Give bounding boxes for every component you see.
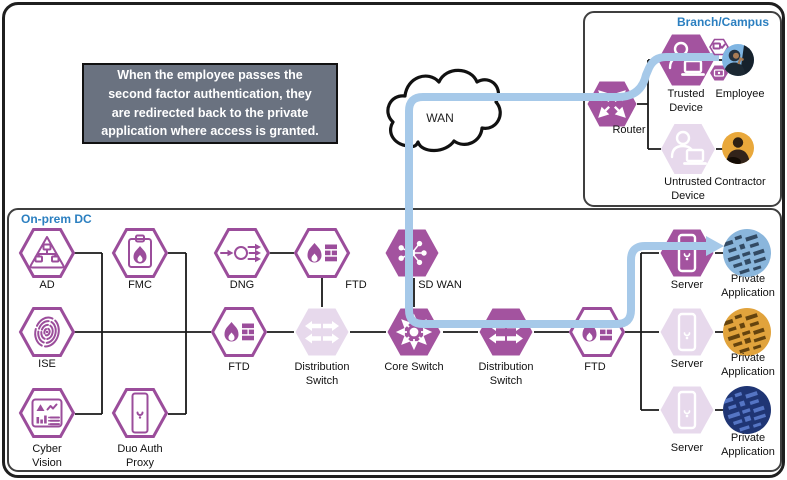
untrusted-device-label: Untrusted Device	[664, 176, 712, 202]
wan-label: WAN	[426, 111, 454, 125]
core-switch-label: Core Switch	[384, 361, 444, 373]
node-router	[586, 80, 638, 128]
ftd-1-label: FTD	[345, 279, 367, 291]
node-core-switch	[386, 307, 442, 357]
distribution-switch-icon	[295, 308, 349, 356]
private-application-3-label: Private Application	[721, 432, 775, 458]
callout-line: application where access is granted.	[101, 124, 319, 139]
server-icon	[660, 308, 714, 356]
duo-auth-proxy-label: Duo Auth Proxy	[117, 443, 163, 469]
cyber-vision-label: Cyber Vision	[32, 443, 62, 469]
ftd-firewall-icon	[210, 307, 268, 357]
callout-line: When the employee passes the	[117, 68, 303, 82]
node-dng	[213, 228, 271, 278]
core-switch-icon	[387, 308, 441, 356]
node-ad	[18, 228, 76, 278]
node-server-1	[659, 228, 715, 278]
trusted-device-label: Trusted Device	[667, 88, 705, 114]
private-application-image-2	[721, 307, 772, 357]
node-ise	[18, 307, 76, 357]
callout-line: second factor authentication, they	[108, 86, 312, 101]
node-ftd-2	[210, 307, 268, 357]
employee-label: Employee	[715, 88, 765, 100]
node-ftd-3	[568, 307, 626, 357]
fmc-icon	[111, 228, 169, 278]
private-application-image-3	[721, 385, 772, 435]
ftd-2-label: FTD	[228, 361, 250, 373]
ftd-firewall-icon	[293, 228, 351, 278]
node-server-2	[659, 307, 715, 357]
onprem-dc-title: On-prem DC	[21, 212, 92, 226]
cyber-vision-icon	[18, 388, 76, 438]
posture-check-badge-icon	[709, 38, 729, 56]
node-untrusted-device	[659, 122, 717, 176]
distribution-switch-icon	[479, 308, 533, 356]
node-cyber-vision	[18, 388, 76, 438]
sdwan-icon	[385, 229, 439, 277]
dng-icon	[213, 228, 271, 278]
server-icon	[660, 386, 714, 434]
router-label: Router	[612, 124, 646, 136]
node-sdwan	[384, 228, 440, 278]
contractor-avatar	[721, 131, 755, 165]
ftd-firewall-icon	[568, 307, 626, 357]
node-duo-auth-proxy	[111, 388, 169, 438]
server-1-label: Server	[670, 279, 704, 291]
router-icon	[587, 81, 637, 127]
server-3-label: Server	[670, 442, 704, 454]
node-distribution-switch-2	[478, 307, 534, 357]
duo-auth-proxy-icon	[111, 388, 169, 438]
private-application-image-1	[721, 228, 772, 278]
sdwan-label: SD WAN	[418, 279, 462, 291]
untrusted-device-icon	[661, 124, 715, 174]
private-application-2-label: Private Application	[721, 352, 775, 378]
ftd-3-label: FTD	[584, 361, 606, 373]
contractor-label: Contractor	[714, 176, 766, 188]
callout-line: are redirected back to the private	[111, 105, 309, 120]
private-application-1-label: Private Application	[721, 273, 775, 299]
distribution-switch-2-label: Distribution Switch	[478, 361, 534, 387]
trusted-device-icon	[658, 34, 714, 86]
node-trusted-device	[656, 32, 716, 88]
ise-fingerprint-icon	[18, 307, 76, 357]
node-fmc	[111, 228, 169, 278]
branch-campus-title: Branch/Campus	[676, 15, 769, 29]
node-ftd-1	[293, 228, 351, 278]
active-directory-icon	[18, 228, 76, 278]
ad-label: AD	[39, 279, 55, 291]
dng-label: DNG	[229, 279, 255, 291]
distribution-switch-1-label: Distribution Switch	[294, 361, 350, 387]
employee-avatar	[721, 43, 755, 77]
ise-label: ISE	[38, 358, 56, 370]
server-2-label: Server	[670, 358, 704, 370]
fmc-label: FMC	[128, 279, 152, 291]
callout-note: When the employee passes the second fact…	[82, 63, 338, 144]
server-icon	[660, 229, 714, 277]
node-server-3	[659, 385, 715, 435]
node-distribution-switch-1	[294, 307, 350, 357]
